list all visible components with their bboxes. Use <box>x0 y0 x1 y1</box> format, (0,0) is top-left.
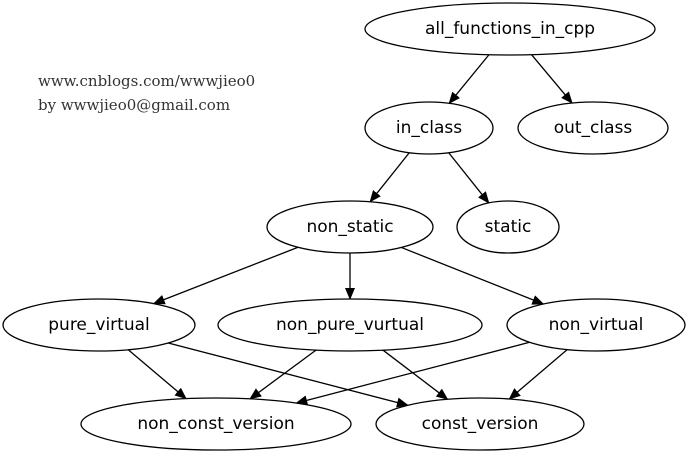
node-label-pure_virtual: pure_virtual <box>48 315 150 335</box>
node-ellipse-static <box>456 200 560 254</box>
node-const_version: const_version <box>375 397 585 451</box>
node-ellipse-non_const_version <box>80 397 352 451</box>
node-label-non_static: non_static <box>306 217 393 237</box>
node-label-static: static <box>485 217 532 237</box>
node-non_pure_vurtual: non_pure_vurtual <box>217 298 483 352</box>
node-ellipse-non_virtual <box>506 298 686 352</box>
edge-non_virtual-to-non_const_version <box>295 341 530 406</box>
watermark-url: www.cnblogs.com/wwwjieo0 <box>38 72 255 90</box>
node-label-all_functions_in_cpp: all_functions_in_cpp <box>425 19 595 39</box>
edge-in_class-to-static <box>448 152 490 204</box>
edge-pure_virtual-to-non_const_version <box>127 349 187 400</box>
node-static: static <box>456 200 560 254</box>
edge-non_pure_vurtual-to-const_version <box>382 349 449 400</box>
node-all_functions_in_cpp: all_functions_in_cpp <box>364 2 656 56</box>
node-label-non_const_version: non_const_version <box>137 414 294 434</box>
node-label-in_class: in_class <box>396 118 462 138</box>
edge-in_class-to-non_static <box>369 152 410 203</box>
edge-non_static-to-non_virtual <box>401 246 545 305</box>
node-non_static: non_static <box>266 200 434 254</box>
node-in_class: in_class <box>364 101 494 155</box>
edge-non_pure_vurtual-to-non_const_version <box>249 349 317 400</box>
node-ellipse-out_class <box>517 101 669 155</box>
node-non_const_version: non_const_version <box>80 397 352 451</box>
node-label-non_virtual: non_virtual <box>549 315 644 335</box>
node-ellipse-pure_virtual <box>2 298 196 352</box>
edges-layer <box>127 54 573 408</box>
edge-all_functions_in_cpp-to-out_class <box>531 54 573 104</box>
node-ellipse-const_version <box>375 397 585 451</box>
node-label-const_version: const_version <box>422 414 539 434</box>
nodes-layer: all_functions_in_cpp in_class out_classnon… <box>2 2 686 451</box>
edge-non_virtual-to-const_version <box>508 349 568 400</box>
edge-all_functions_in_cpp-to-in_class <box>448 54 490 105</box>
node-ellipse-non_static <box>266 200 434 254</box>
watermark-email: by wwwjieo0@gmail.com <box>38 96 230 114</box>
node-label-non_pure_vurtual: non_pure_vurtual <box>276 315 424 335</box>
node-non_virtual: non_virtual <box>506 298 686 352</box>
node-ellipse-in_class <box>364 101 494 155</box>
node-ellipse-all_functions_in_cpp <box>364 2 656 56</box>
node-out_class: out_class <box>517 101 669 155</box>
edge-pure_virtual-to-const_version <box>168 342 409 408</box>
node-ellipse-non_pure_vurtual <box>217 298 483 352</box>
watermark: www.cnblogs.com/wwwjieo0 by wwwjieo0@gma… <box>38 72 255 114</box>
node-pure_virtual: pure_virtual <box>2 298 196 352</box>
node-label-out_class: out_class <box>554 118 633 138</box>
edge-non_static-to-pure_virtual <box>152 246 299 305</box>
